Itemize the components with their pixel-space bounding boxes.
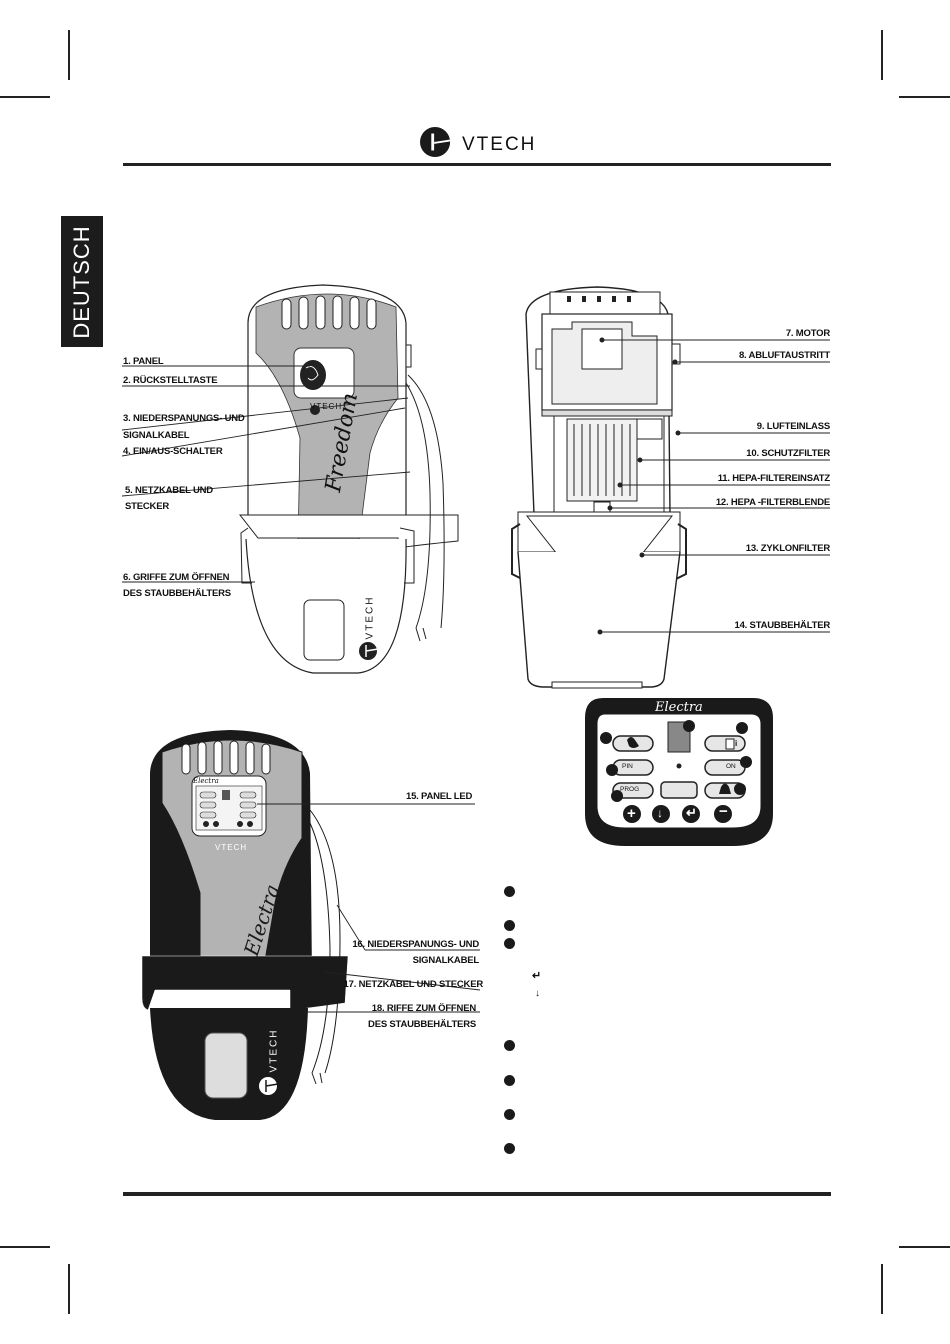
legend-bullet (504, 1109, 515, 1120)
freedom-label: 6. GRIFFE ZUM ÖFFNEN (123, 572, 230, 583)
electra-label: 17. NETZKABEL UND STECKER (343, 979, 484, 990)
panel-on-button: ON (726, 763, 736, 770)
electra-panel-small-title: Electra (193, 777, 219, 785)
language-tab: DEUTSCH (61, 216, 103, 347)
cutaway-label: 12. HEPA -FILTERBLENDE (715, 497, 830, 508)
info-icon: i (735, 739, 738, 748)
plus-icon: + (627, 805, 636, 822)
electra-label: 15. PANEL LED (406, 791, 473, 802)
panel-pin-button: PIN (622, 763, 633, 770)
electra-control-panel-illustration (585, 698, 773, 846)
crop-mark (881, 1264, 883, 1314)
electra-label: 16. NIEDERSPANUNGS- UND (352, 939, 479, 950)
cutaway-label: 10. SCHUTZFILTER (746, 448, 830, 459)
crop-mark (899, 1246, 950, 1248)
electra-leader-lines (257, 803, 481, 1013)
crop-mark (881, 30, 883, 80)
crop-mark (0, 1246, 50, 1248)
down-arrow-icon: ↓ (657, 806, 663, 820)
freedom-label: STECKER (125, 501, 169, 512)
electra-vacuum-illustration (141, 730, 349, 1120)
freedom-label: 4. EIN/AUS-SCHALTER (123, 446, 223, 457)
legend-bullet (504, 1075, 515, 1086)
freedom-label: 5. NETZKABEL UND (125, 485, 213, 496)
cutaway-leader-lines (597, 337, 830, 635)
cutaway-label: 8. ABLUFTAUSTRITT (738, 350, 830, 361)
cutaway-label: 14. STAUBBEHÄLTER (734, 620, 831, 631)
language-tab-label: DEUTSCH (69, 224, 94, 339)
freedom-side-brand: VTECH (364, 595, 376, 640)
crop-mark (899, 96, 950, 98)
panel-prog-button: PROG (620, 786, 640, 793)
enter-symbol-icon: ↵ (532, 970, 542, 982)
crop-mark (68, 30, 70, 80)
cutaway-illustration (511, 286, 687, 689)
header-rule (123, 163, 831, 166)
cutaway-label: 7. MOTOR (785, 328, 830, 339)
electra-label: SIGNALKABEL (412, 955, 480, 966)
legend-bullet (504, 886, 515, 897)
electra-side-brand: VTECH (268, 1028, 280, 1073)
crop-mark (0, 96, 50, 98)
crop-mark (68, 1264, 70, 1314)
cutaway-label: 11. HEPA-FILTEREINSATZ (717, 473, 830, 484)
enter-icon: ↵ (686, 805, 697, 820)
electra-label: DES STAUBBEHÄLTERS (368, 1019, 476, 1030)
footer-rule (123, 1192, 831, 1196)
freedom-brand-mark: VTECH (310, 402, 343, 411)
legend-bullet (504, 938, 515, 949)
freedom-label: 1. PANEL (123, 356, 164, 367)
legend-bullet (504, 1040, 515, 1051)
brand-logo-icon (420, 126, 453, 158)
down-symbol-icon: ↓ (535, 988, 540, 999)
legend-bullet (504, 1143, 515, 1154)
brand-name: VTECH (462, 134, 537, 155)
cutaway-label: 9. LUFTEINLASS (756, 421, 830, 432)
legend-bullet (504, 920, 515, 931)
freedom-label: DES STAUBBEHÄLTERS (123, 588, 231, 599)
electra-brand-mark: VTECH (215, 843, 248, 852)
panel-title: Electra (655, 700, 703, 715)
freedom-label: 2. RÜCKSTELLTASTE (123, 375, 218, 386)
freedom-leader-lines (121, 365, 411, 583)
electra-label: 18. RIFFE ZUM ÖFFNEN (371, 1003, 476, 1014)
cutaway-label: 13. ZYKLONFILTER (745, 543, 830, 554)
minus-icon: − (719, 803, 728, 820)
freedom-label: 3. NIEDERSPANUNGS- UND (123, 413, 245, 424)
freedom-label: SIGNALKABEL (123, 430, 190, 441)
